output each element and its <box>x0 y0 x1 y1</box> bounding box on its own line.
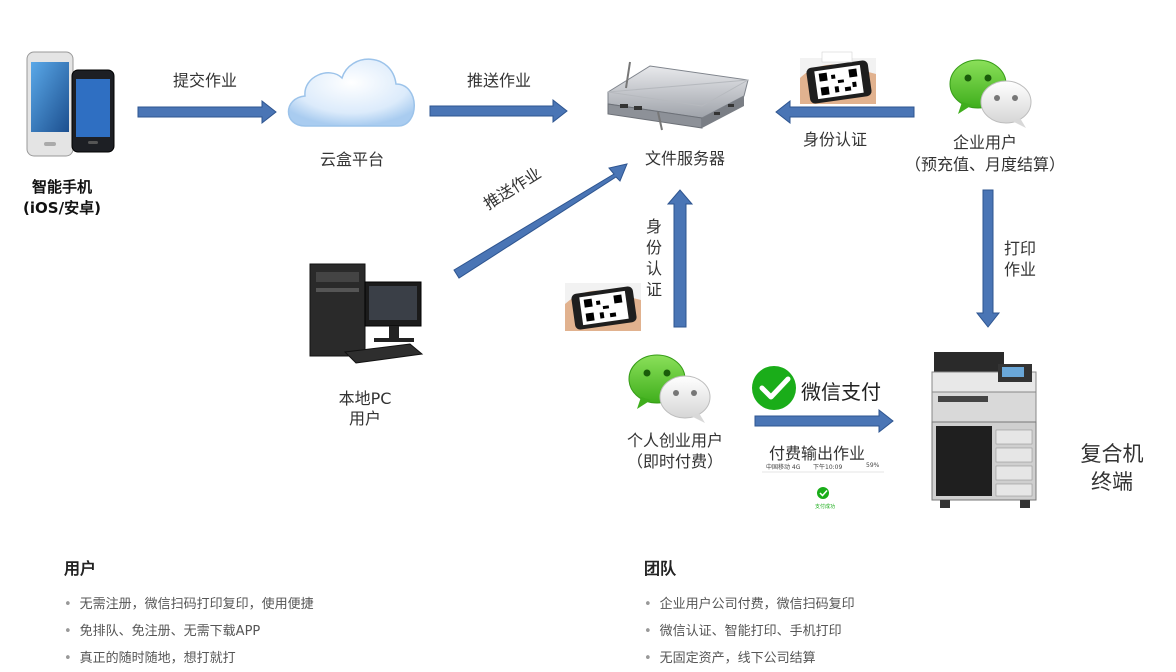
enterprise-user-label: 企业用户 （预充值、月度结算） <box>900 132 1070 176</box>
arrow-identity-auth-top <box>775 99 915 125</box>
smartphone-label: 智能手机 (iOS/安卓) <box>22 176 102 218</box>
edge-label-print-job: 打印 作业 <box>1004 238 1036 280</box>
arrow-pay-output-job <box>754 408 894 434</box>
cloud-icon <box>287 58 415 127</box>
identity-auth-char-1: 身 <box>645 217 662 236</box>
personal-user-label-line2: （即时付费） <box>626 452 723 471</box>
section-team: 团队 企业用户公司付费，微信扫码复印 微信认证、智能打印、手机打印 无固定资产，… <box>644 555 855 672</box>
wechat-pay-label: 微信支付 <box>801 380 881 404</box>
section-users: 用户 无需注册，微信扫码打印复印，使用便捷 免排队、免注册、无需下载APP 真正… <box>64 555 314 672</box>
smartphone-label-line1: 智能手机 <box>31 178 92 196</box>
wechat-logo-personal <box>628 354 711 423</box>
enterprise-user-label-line2: （预充值、月度结算） <box>904 155 1065 174</box>
mini-pc-server-icon <box>607 61 749 131</box>
mfp-label-line2: 终端 <box>1091 470 1133 494</box>
identity-auth-char-3: 认 <box>645 259 662 278</box>
mfp-label-line1: 复合机 <box>1080 442 1144 466</box>
phone-status-battery: 59% <box>866 462 880 469</box>
list-item: 真正的随时随地，想打就打 <box>64 645 314 672</box>
edge-label-identity-auth-top: 身份认证 <box>803 130 868 149</box>
arrow-identity-auth-vertical <box>666 189 694 328</box>
edge-label-push-job-top: 推送作业 <box>467 71 532 90</box>
arrow-push-job-top <box>429 98 568 124</box>
desktop-pc-icon <box>309 263 424 364</box>
qr-scan-phone-icon-top <box>800 51 876 104</box>
payment-success-thumbnail <box>762 471 884 499</box>
section-team-title: 团队 <box>644 559 677 578</box>
phone-status-carrier: 中国移动 4G <box>766 464 801 471</box>
section-users-title: 用户 <box>64 559 97 578</box>
personal-user-label-line1: 个人创业用户 <box>626 431 723 450</box>
arrow-push-job-diagonal <box>453 163 628 279</box>
local-pc-label: 本地PC 用户 <box>322 389 408 429</box>
list-item: 微信认证、智能打印、手机打印 <box>644 618 855 645</box>
smartphone-icon <box>26 51 115 157</box>
list-item: 免排队、免注册、无需下载APP <box>64 618 314 645</box>
print-job-line2: 作业 <box>1004 260 1037 279</box>
list-item: 无需注册，微信扫码打印复印，使用便捷 <box>64 591 314 618</box>
personal-user-label: 个人创业用户 （即时付费） <box>610 430 740 472</box>
file-server-label: 文件服务器 <box>645 149 726 168</box>
payment-success-text: 支付成功 <box>815 504 836 510</box>
local-pc-label-line1: 本地PC <box>338 389 392 408</box>
local-pc-label-line2: 用户 <box>348 409 381 428</box>
list-item: 无固定资产，线下公司结算 <box>644 645 855 672</box>
print-job-line1: 打印 <box>1004 239 1037 258</box>
edge-label-identity-auth-vertical: 身 份 认 证 <box>644 216 664 300</box>
mfp-label: 复合机 终端 <box>1070 440 1154 496</box>
wechat-logo-enterprise <box>949 59 1032 128</box>
arrow-print-job <box>975 189 1001 328</box>
edge-label-submit-job: 提交作业 <box>173 71 238 90</box>
cloud-label: 云盒平台 <box>320 150 385 169</box>
smartphone-label-line2: (iOS/安卓) <box>23 199 101 217</box>
arrow-submit-job <box>137 99 277 125</box>
list-item: 企业用户公司付费，微信扫码复印 <box>644 591 855 618</box>
edge-label-pay-output-job: 付费输出作业 <box>769 444 866 463</box>
phone-status-time: 下午10:09 <box>813 464 843 471</box>
identity-auth-char-4: 证 <box>645 280 662 299</box>
identity-auth-char-2: 份 <box>645 238 662 257</box>
enterprise-user-label-line1: 企业用户 <box>952 133 1017 152</box>
qr-scan-phone-icon-middle <box>565 283 641 331</box>
wechat-pay-logo-icon <box>752 366 796 410</box>
multifunction-printer-icon <box>931 352 1037 508</box>
